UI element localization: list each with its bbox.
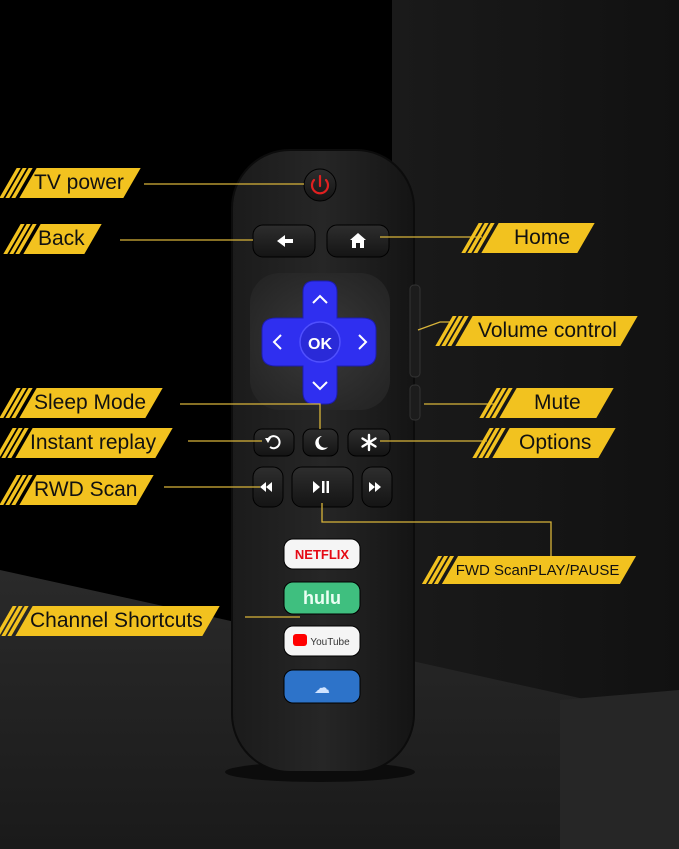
- shortcut-netflix-label: NETFLIX: [295, 547, 349, 562]
- callout-channel-shortcuts: Channel Shortcuts: [0, 606, 220, 636]
- power-button[interactable]: [303, 168, 337, 202]
- chevron-left-icon[interactable]: [272, 334, 282, 350]
- replay-icon: [265, 435, 281, 450]
- callout-volume-control-text: Volume control: [478, 319, 617, 342]
- options-button[interactable]: [347, 428, 391, 457]
- leader-play-pause: [321, 503, 552, 565]
- mute-button[interactable]: [409, 384, 421, 421]
- fast-forward-icon: [369, 482, 381, 492]
- leader-sleep: [180, 403, 321, 429]
- callout-mute: Mute: [479, 388, 614, 418]
- youtube-play-icon: [293, 634, 307, 646]
- shortcut-cloud-button[interactable]: ☁: [283, 669, 361, 704]
- shortcut-hulu-label: hulu: [303, 588, 341, 608]
- callout-lines: [120, 183, 552, 618]
- callout-rwd-scan: RWD Scan: [0, 475, 155, 505]
- shortcut-netflix-button[interactable]: NETFLIX: [283, 538, 361, 570]
- callout-sleep-mode-text: Sleep Mode: [34, 391, 147, 414]
- callout-fwd-play-pause-text: FWD ScanPLAY/PAUSE: [456, 561, 620, 579]
- play-pause-button[interactable]: [291, 466, 354, 508]
- leader-volume: [417, 321, 450, 331]
- asterisk-icon: [361, 433, 377, 452]
- callout-tv-power-text: TV power: [34, 171, 124, 194]
- fast-forward-button[interactable]: [361, 466, 393, 508]
- callout-back-text: Back: [38, 227, 85, 250]
- chevron-down-icon[interactable]: [312, 381, 328, 391]
- ok-button[interactable]: [299, 321, 341, 363]
- home-icon: [350, 233, 366, 248]
- callout-options-text: Options: [519, 431, 592, 454]
- callout-fwd-play-pause: FWD ScanPLAY/PAUSE: [421, 556, 636, 584]
- chevron-right-icon[interactable]: [358, 334, 368, 350]
- play-pause-icon: [313, 481, 329, 493]
- sleep-button[interactable]: [302, 428, 339, 457]
- back-button[interactable]: [252, 224, 316, 258]
- background-panel: [392, 0, 679, 849]
- callout-tv-power: TV power: [0, 168, 141, 198]
- callout-back: Back: [3, 224, 102, 254]
- ok-label: OK: [308, 336, 332, 353]
- shortcut-youtube-button[interactable]: YouTube: [283, 625, 361, 657]
- shortcut-youtube-label: YouTube: [310, 637, 350, 648]
- dpad[interactable]: OK: [261, 280, 377, 405]
- shortcut-hulu-button[interactable]: hulu: [283, 581, 361, 615]
- chevron-up-icon[interactable]: [312, 294, 328, 304]
- home-button[interactable]: [326, 224, 390, 258]
- callout-instant-replay-text: Instant replay: [30, 431, 157, 454]
- callout-home-text: Home: [514, 226, 571, 249]
- callout-home: Home: [461, 223, 595, 253]
- floor-shadow: [560, 690, 679, 849]
- instant-replay-button[interactable]: [253, 428, 295, 457]
- volume-rocker[interactable]: [409, 284, 421, 378]
- moon-icon: [315, 436, 328, 450]
- callout-instant-replay: Instant replay: [0, 428, 173, 458]
- callout-rwd-scan-text: RWD Scan: [34, 478, 138, 501]
- back-arrow-icon: [277, 235, 293, 247]
- callout-options: Options: [472, 428, 617, 458]
- power-icon: [310, 174, 330, 195]
- callout-mute-text: Mute: [534, 391, 581, 414]
- callout-volume-control: Volume control: [435, 316, 638, 346]
- callout-sleep-mode: Sleep Mode: [0, 388, 163, 418]
- callout-channel-shortcuts-text: Channel Shortcuts: [30, 609, 203, 632]
- cloud-icon: ☁: [314, 678, 330, 697]
- rewind-icon: [260, 482, 272, 492]
